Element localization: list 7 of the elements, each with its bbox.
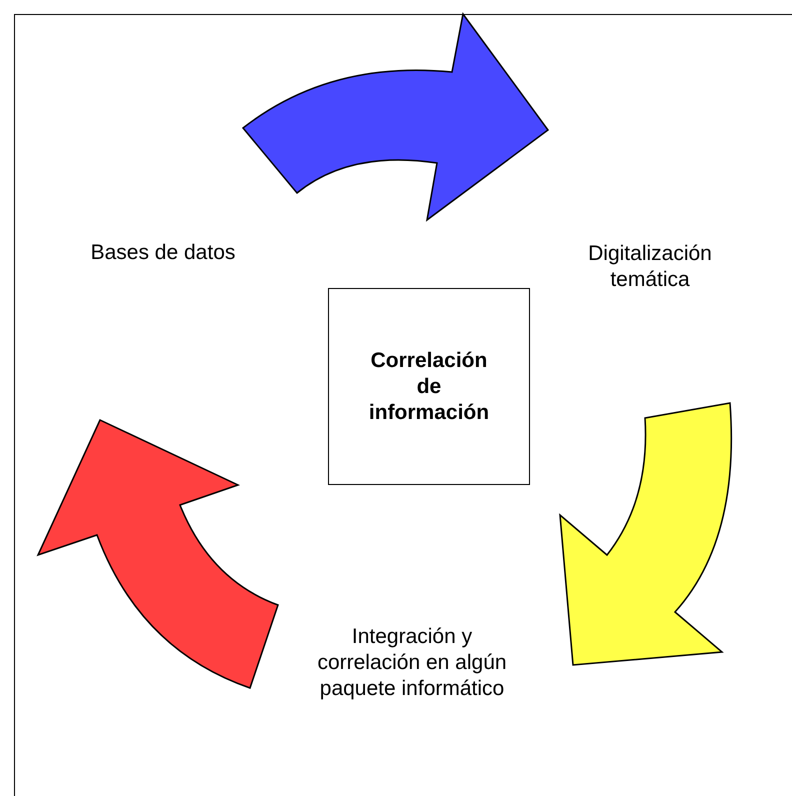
stage-label: Digitalización temática [560,236,740,298]
stage-label: Integración y correlación en algún paquete informático [300,588,524,738]
curved-block-arrow [559,402,732,666]
curved-block-arrow [242,13,549,221]
curved-block-arrow [37,419,279,689]
center-box: Correlación de información [328,288,530,485]
stage-label: Bases de datos [60,236,266,270]
